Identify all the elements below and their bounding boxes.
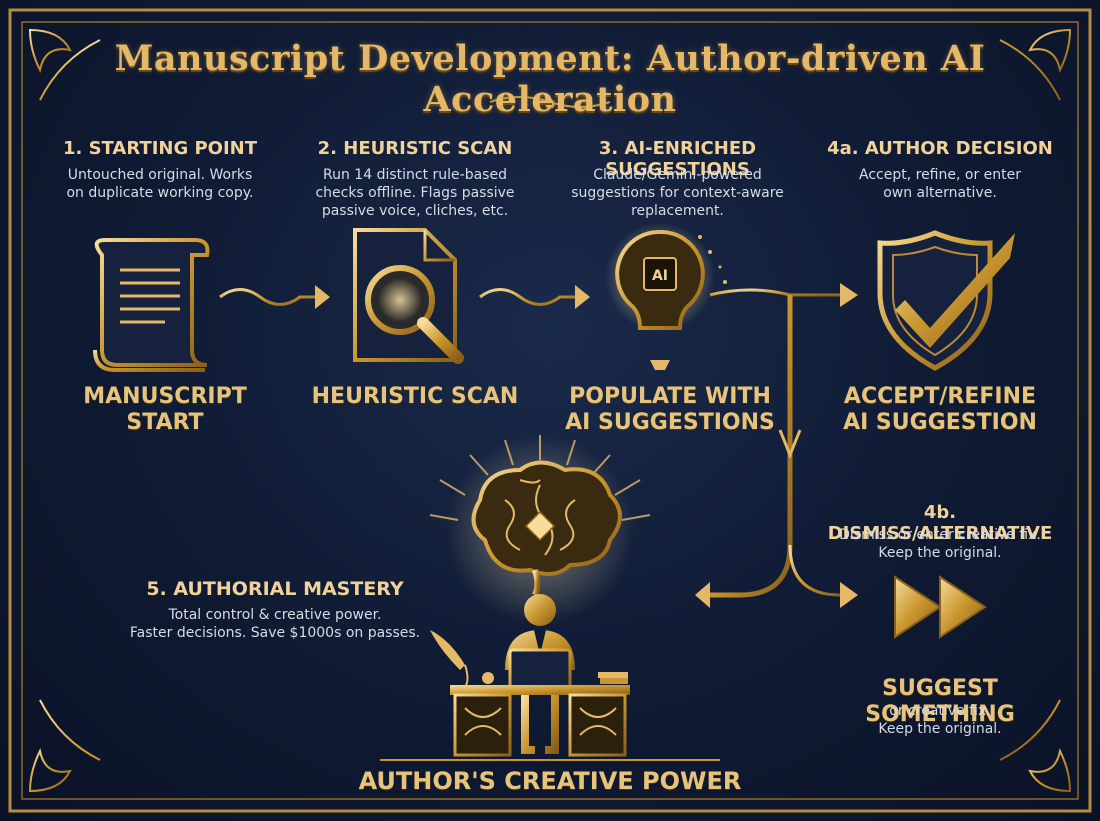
step-4a-label-line: AI SUGGESTION <box>843 410 1037 435</box>
step-4b-desc-line: Keep the original. <box>878 545 1002 561</box>
step-2-label: HEURISTIC SCAN <box>311 384 519 409</box>
step-3-heading: 3. AI-ENRICHED SUGGESTIONS <box>598 138 757 180</box>
step-1-label: MANUSCRIPT START <box>40 384 290 436</box>
step-5-description: Total control & creative power. Faster d… <box>90 606 460 642</box>
page-title: Manuscript Development: Author-driven AI… <box>114 38 986 120</box>
shield-check-icon <box>877 230 1015 371</box>
step-4b-label: SUGGEST SOMETHING <box>865 676 1015 727</box>
step-2-description: Run 14 distinct rule-based checks offlin… <box>290 166 540 220</box>
ai-lightbulb-icon: AI <box>605 222 727 370</box>
ai-chip-text: AI <box>652 268 668 284</box>
step-4b-subtext: or creative fix. Keep the original. <box>810 702 1070 738</box>
arrow-right-icon <box>219 285 330 309</box>
step-2-desc-line: passive voice, cliches, etc. <box>321 203 509 219</box>
step-5-desc-line: Total control & creative power. <box>168 607 382 623</box>
step-1-label-line: START <box>126 410 204 435</box>
step-4b-heading: 4b. DISMISS/ALTERNATIVE <box>827 502 1053 544</box>
step-5-desc-line: Faster decisions. Save $1000s on passes. <box>129 625 421 641</box>
step-3-desc-line: replacement. <box>631 203 724 219</box>
step-2-heading: 2. HEURISTIC SCAN <box>317 138 513 159</box>
step-4b-desc-line: Dismiss or enter creative fix. <box>839 527 1041 543</box>
step-3-description: Claude/Gemini-powered suggestions for co… <box>540 166 815 220</box>
step-4a-heading: 4a. AUTHOR DECISION <box>827 138 1053 159</box>
step-1-label-line: MANUSCRIPT <box>83 384 247 409</box>
step-2-desc-line: Run 14 distinct rule-based <box>323 167 507 183</box>
fast-forward-icon <box>894 575 987 639</box>
step-1-desc-line: Untouched original. Works <box>67 167 253 183</box>
step-4b-description: Dismiss or enter creative fix. Keep the … <box>810 526 1070 562</box>
step-4a-label-line: ACCEPT/REFINE <box>843 384 1037 409</box>
step-3-label-line: AI SUGGESTIONS <box>565 410 775 435</box>
step-4a-description: Accept, refine, or enter own alternative… <box>820 166 1060 202</box>
footer-title: AUTHOR'S CREATIVE POWER <box>358 767 742 795</box>
step-2-desc-line: checks offline. Flags passive <box>315 185 515 201</box>
step-3-label: POPULATE WITH AI SUGGESTIONS <box>545 384 795 436</box>
author-at-desk-icon <box>430 594 650 760</box>
brain-icon <box>429 435 651 625</box>
magnifier-document-icon <box>353 228 464 364</box>
branch-connector <box>695 283 858 608</box>
step-3-desc-line: suggestions for context-aware <box>571 185 784 201</box>
step-4b-sub-line: or creative fix. <box>889 703 991 719</box>
step-5-heading: 5. AUTHORIAL MASTERY <box>146 578 404 600</box>
step-3-label-line: POPULATE WITH <box>569 384 771 409</box>
step-4b-sub-line: Keep the original. <box>878 721 1002 737</box>
step-1-description: Untouched original. Works on duplicate w… <box>40 166 280 202</box>
step-3-desc-line: Claude/Gemini-powered <box>593 167 762 183</box>
step-1-heading: 1. STARTING POINT <box>62 138 258 159</box>
scroll-icon <box>93 238 210 372</box>
step-4a-desc-line: Accept, refine, or enter <box>859 167 1021 183</box>
step-4a-desc-line: own alternative. <box>883 185 997 201</box>
step-1-desc-line: on duplicate working copy. <box>66 185 254 201</box>
step-4a-label: ACCEPT/REFINE AI SUGGESTION <box>810 384 1070 436</box>
arrow-right-icon <box>479 285 590 309</box>
